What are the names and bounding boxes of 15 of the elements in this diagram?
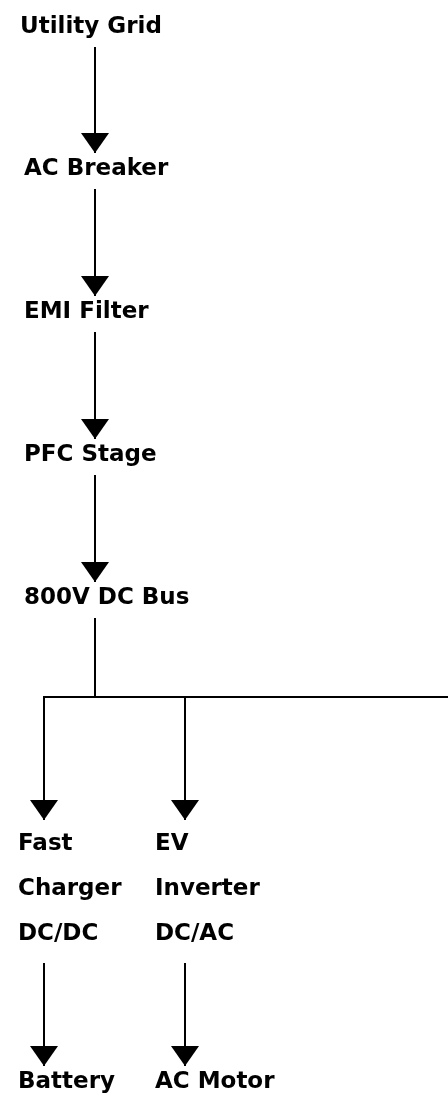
arrow <box>171 962 199 1067</box>
arrow <box>81 188 109 297</box>
node-label: Fast Charger DC/DC <box>18 820 140 955</box>
arrow <box>30 962 58 1067</box>
node-label: Battery <box>18 1066 128 1094</box>
node-label: AC Breaker <box>24 153 224 181</box>
arrow <box>81 46 109 154</box>
node-label: Utility Grid <box>20 11 220 39</box>
node-label: PFC Stage <box>24 439 224 467</box>
node-label: EV Inverter DC/AC <box>155 820 283 955</box>
arrow <box>81 331 109 440</box>
arrow <box>81 474 109 583</box>
node-label: EMI Filter <box>24 296 224 324</box>
node-label: 800V DC Bus <box>24 582 224 610</box>
node-label: AC Motor <box>155 1066 285 1094</box>
